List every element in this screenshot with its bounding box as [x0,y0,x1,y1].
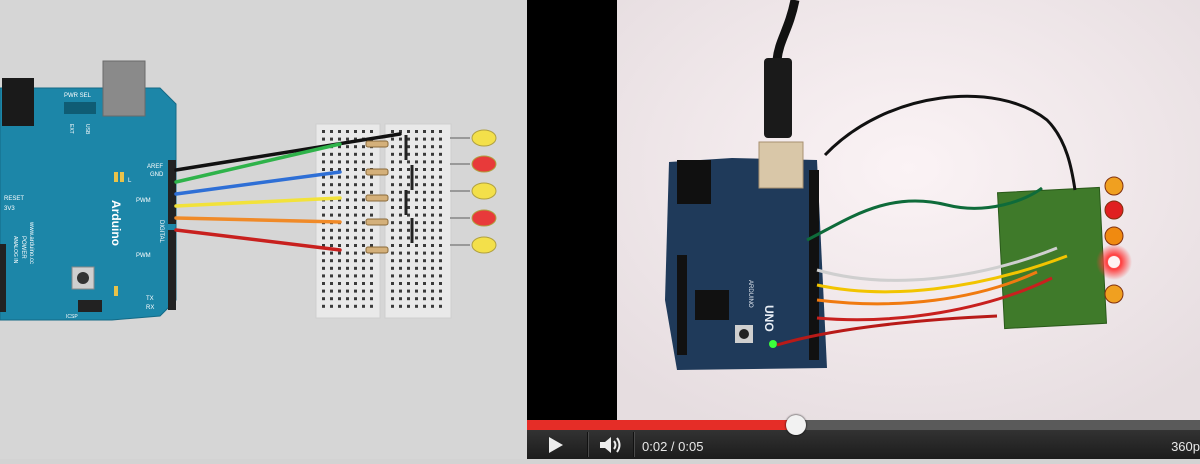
resistor-4 [365,246,389,254]
play-button[interactable] [539,430,573,459]
controls-separator [633,432,635,457]
volume-icon [600,436,621,453]
perfboard [996,186,1108,330]
wires [174,132,402,252]
rx-label: RX [146,305,154,311]
gnd-label: GND [150,172,164,178]
wire-3 [174,196,342,208]
video-led-4 [1104,284,1124,304]
video-led-lit [1108,256,1120,268]
power-header [0,244,6,312]
video-still: UNO ARDUINO [527,0,1200,420]
resistors [365,140,389,254]
video-led-1 [1104,200,1124,220]
board-model-text: UNO [762,305,776,332]
pwr-sel-label: PWR SEL [64,93,92,99]
progress-scrubber[interactable] [786,415,807,435]
digital-label: DIGITAL [158,220,164,244]
circuit-diagram: PWR SEL EXT USB AREF GND PWM PWM TX RX L… [0,0,527,459]
usb-b-port [758,141,804,189]
power-jack [2,78,34,126]
progress-bar[interactable] [527,415,1200,435]
3v3-label: 3V3 [4,206,15,212]
reset-label: RESET [4,196,24,202]
video-arduino-board: UNO ARDUINO [665,141,827,370]
video-player[interactable]: UNO ARDUINO [527,0,1200,459]
led-0 [471,129,497,147]
led-1 [471,155,497,173]
resistor-0 [365,140,389,148]
led-4 [471,236,497,254]
digital-header-bottom [168,230,176,310]
wire-2 [174,170,342,196]
analog-in-label: ANALOG IN [12,236,18,264]
video-led-0 [1104,176,1124,196]
board-brand-text: ARDUINO [747,280,753,308]
circuit-diagram-svg: PWR SEL EXT USB AREF GND PWM PWM TX RX L… [0,60,497,321]
player-controls: 0:02 / 0:05 360p [527,415,1200,459]
digital-header-top [168,160,176,224]
wire-5 [174,228,342,252]
usb-label: USB [84,124,90,135]
resistor-1 [365,168,389,176]
video-frame[interactable]: UNO ARDUINO [527,0,1200,420]
arduino-board: PWR SEL EXT USB AREF GND PWM PWM TX RX L… [0,60,177,321]
time-display: 0:02 / 0:05 [642,439,704,454]
video-led-2 [1104,226,1124,246]
wire-1 [174,142,342,184]
board-url: www.arduino.cc [28,221,34,264]
usb-cable [764,58,792,138]
volume-button[interactable] [593,430,629,459]
controls-separator [587,432,589,457]
led-2 [471,182,497,200]
play-icon [549,436,563,453]
pwm-label-2: PWM [136,253,151,259]
icsp-header [78,300,102,312]
pwm-label-1: PWM [136,198,151,204]
wire-0 [174,132,402,172]
resistor-3 [365,218,389,226]
wire-4 [174,216,342,224]
usb-connector [102,60,146,117]
leds [450,129,497,254]
icsp-label: ICSP [66,314,78,320]
progress-played [527,420,797,430]
aref-label: AREF [147,164,163,170]
quality-button[interactable]: 360p [1171,439,1200,454]
tx-label: TX [146,296,154,302]
arduino-logo-text: Arduino [109,200,123,246]
video-leds [1096,176,1132,304]
ext-label: EXT [68,124,74,134]
power-label: POWER [20,236,26,259]
l-label: L [128,178,132,184]
led-3 [471,209,497,227]
resistor-2 [365,194,389,202]
